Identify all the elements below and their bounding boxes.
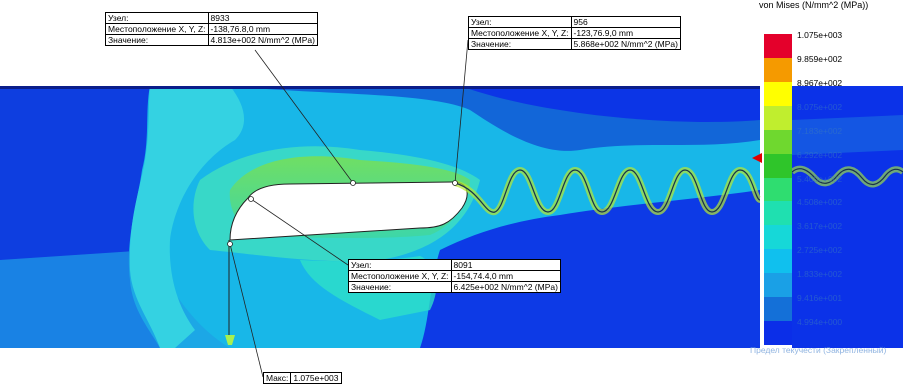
legend-band [764, 297, 792, 322]
legend-band [764, 249, 792, 274]
yield-limit-note: Предел текучести (Закрепленный) [750, 345, 887, 355]
legend-tick-label: 3.617e+002 [797, 221, 843, 232]
probe-node-956[interactable]: Узел: 956 Местоположение X, Y, Z:-123,76.… [468, 16, 681, 50]
location-label: Местоположение X, Y, Z: [349, 270, 452, 282]
thread-profile [453, 165, 903, 216]
legend-band [764, 57, 792, 82]
value-label: Значение: [106, 34, 209, 45]
node-value: 8933 [207, 13, 317, 24]
probe-points[interactable] [227, 180, 458, 247]
part-body [0, 86, 760, 348]
legend-band [764, 153, 792, 178]
stress-value: 5.868e+002 N/mm^2 (MPa) [570, 38, 680, 49]
probe-node-8933[interactable]: Узел: 8933 Местоположение X, Y, Z:-138,76… [105, 12, 318, 46]
max-label-text: Макс: [266, 373, 289, 383]
yield-marker-icon [752, 153, 762, 163]
stress-value: 6.425e+002 N/mm^2 (MPa) [450, 281, 560, 292]
legend-tick-label: 6.292e+002 [797, 149, 843, 160]
location-label: Местоположение X, Y, Z: [106, 23, 209, 35]
value-label: Значение: [349, 281, 452, 292]
legend-tick-label: 9.416e+001 [797, 293, 843, 304]
legend-band [764, 177, 792, 202]
legend-band [764, 273, 792, 298]
legend-tick-label: 5.400e+002 [797, 173, 843, 184]
location-value: -123,76.9,0 mm [570, 27, 680, 39]
legend-tick-label: 4.994e+000 [797, 317, 843, 328]
part-right-region [792, 86, 903, 348]
legend-tick-label: 1.075e+003 [797, 30, 843, 40]
max-value: 1.075e+003 [290, 373, 339, 383]
node-label: Узел: [351, 260, 372, 270]
legend-band [764, 81, 792, 106]
legend-tick-label: 7.183e+002 [797, 125, 843, 136]
node-value: 956 [570, 17, 680, 28]
legend-tick-label: 2.725e+002 [797, 245, 843, 256]
legend-tick-label: 4.508e+002 [797, 197, 843, 208]
legend-tick-label: 8.075e+002 [797, 101, 843, 112]
probe-node-8091[interactable]: Узел: 8091 Местоположение X, Y, Z:-154,74… [348, 259, 561, 293]
legend-band [764, 105, 792, 130]
node-label: Узел: [471, 17, 492, 27]
legend-band [764, 321, 792, 345]
location-value: -154,74.4,0 mm [450, 270, 560, 282]
legend-tick-label: 9.859e+002 [797, 53, 843, 64]
location-value: -138,76.8,0 mm [207, 23, 317, 35]
legend-band [764, 225, 792, 250]
legend-tick-label: 8.967e+002 [797, 77, 843, 88]
legend-title: von Mises (N/mm^2 (MPa)) [759, 0, 869, 10]
node-value: 8091 [450, 260, 560, 271]
legend-band [764, 201, 792, 226]
probe-leaders [229, 39, 469, 378]
stress-value: 4.813e+002 N/mm^2 (MPa) [207, 34, 317, 45]
node-label: Узел: [108, 13, 129, 23]
legend-band [764, 129, 792, 154]
legend-tick-label: 1.833e+002 [797, 269, 843, 280]
location-label: Местоположение X, Y, Z: [469, 27, 572, 39]
value-label: Значение: [469, 38, 572, 49]
max-value-label[interactable]: Макс:1.075e+003 [263, 372, 342, 384]
legend-band [764, 34, 792, 58]
color-scale-bar [764, 34, 792, 345]
